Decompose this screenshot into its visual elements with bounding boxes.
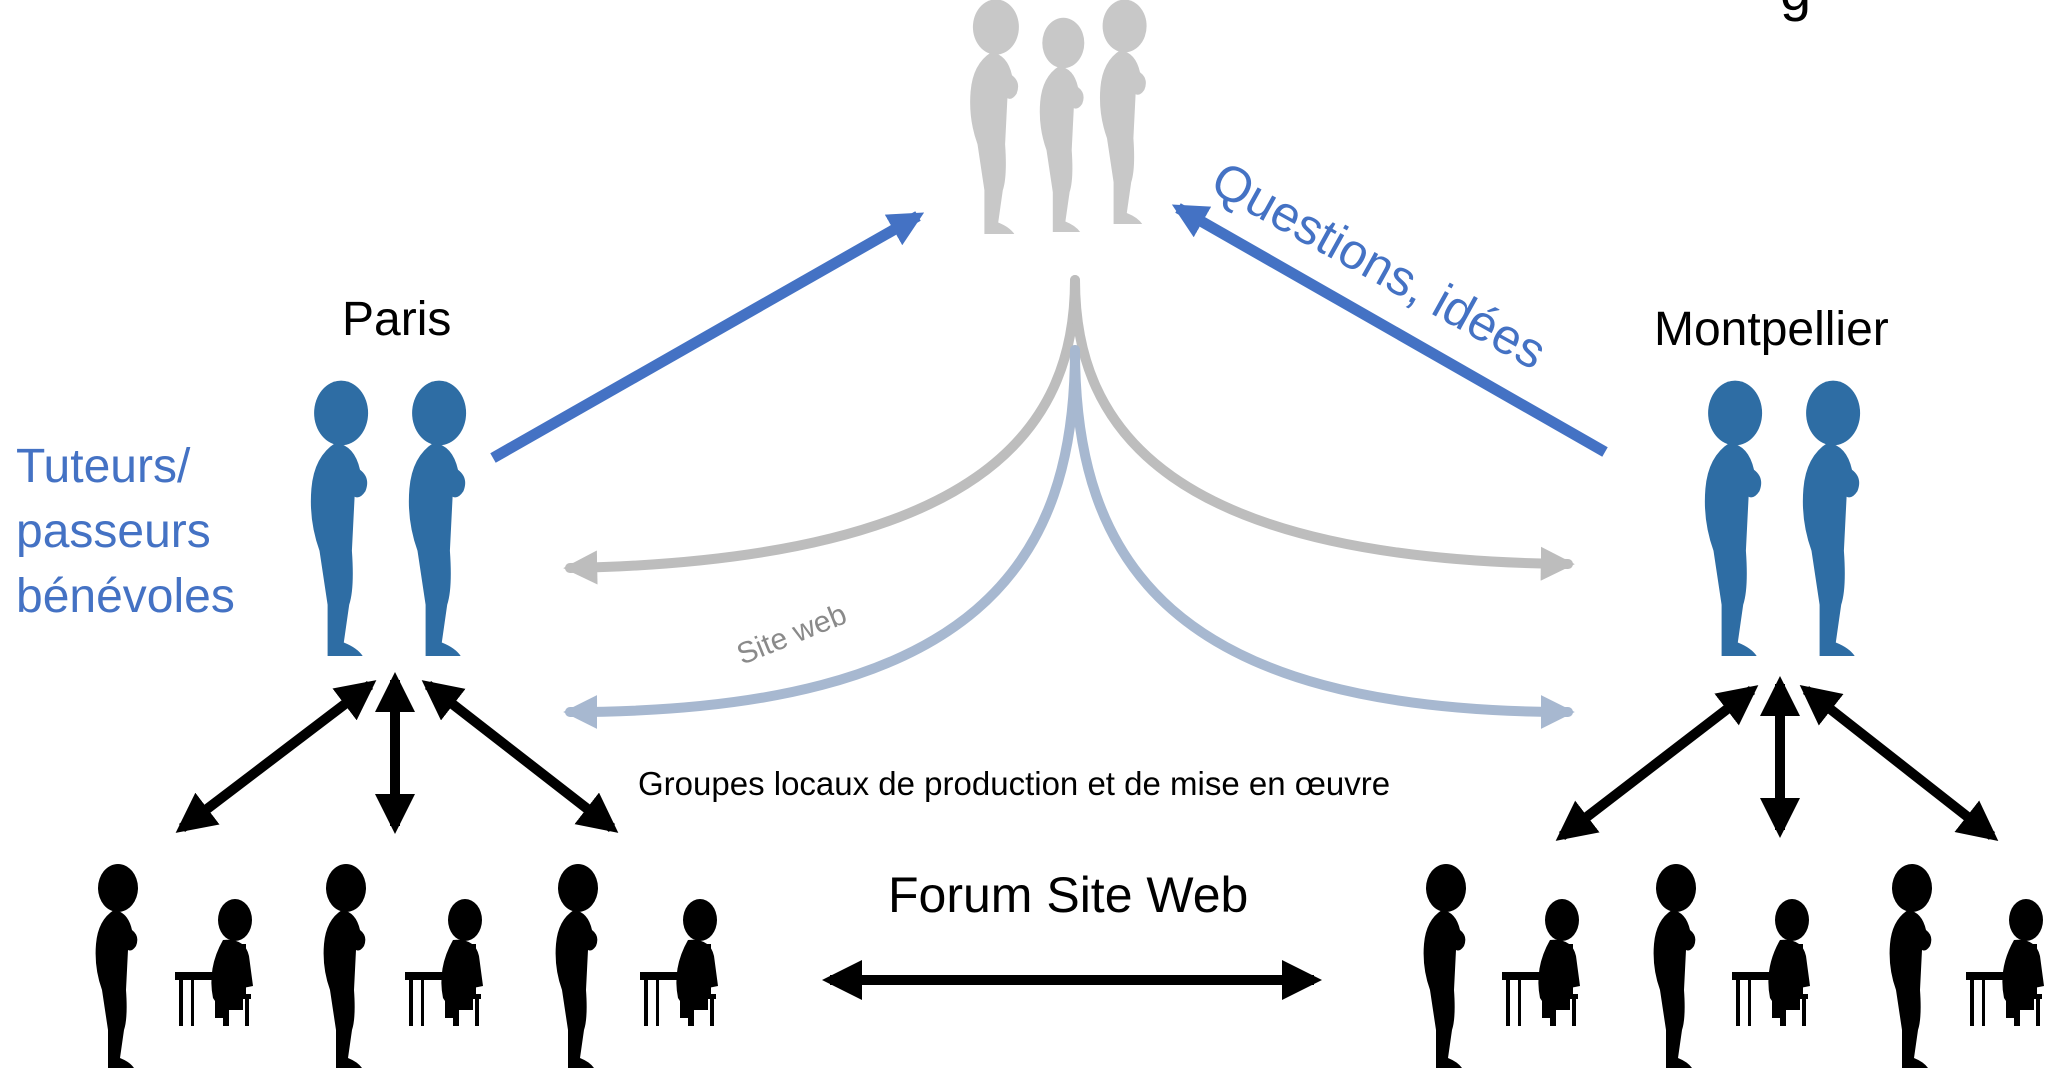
coordinator-left-icon [970, 0, 1019, 235]
tutors-label: Tuteurs/ passeurs bénévoles [16, 440, 235, 623]
tutors-label-line2: passeurs [16, 505, 211, 558]
tutor-figure-icon [1704, 380, 1763, 656]
student-standing-icon [1653, 864, 1696, 1068]
montpellier-tutors [1704, 380, 1861, 656]
local-groups-label: Groupes locaux de production et de mise … [638, 765, 1390, 802]
montpellier-students [1423, 864, 2044, 1068]
questions-label: Questions, idées [1203, 151, 1556, 381]
paris-arrow-left [175, 680, 377, 833]
coordinator-right-icon [1099, 0, 1147, 224]
tutors-label-line3: bénévoles [16, 570, 235, 623]
student-standing-icon [95, 864, 138, 1068]
mtp-arrow-right [1799, 685, 1999, 841]
tutor-figure-icon [1802, 380, 1861, 656]
montpellier-label: Montpellier [1654, 303, 1889, 356]
paris-tutors [310, 380, 467, 656]
central-coordinators-figures [970, 0, 1147, 235]
arrow-paris-to-center [490, 211, 925, 463]
title-fragment: g [1780, 0, 1811, 22]
forum-label: Forum Site Web [888, 867, 1248, 923]
student-seated-icon [175, 899, 253, 1026]
blue-gray-curve-left [563, 345, 1080, 729]
blue-gray-curve-right [1070, 345, 1575, 729]
tutor-figure-icon [310, 380, 369, 656]
paris-arrow-right [421, 680, 619, 833]
student-seated-icon [1966, 899, 2044, 1026]
student-standing-icon [1889, 864, 1932, 1068]
student-standing-icon [323, 864, 366, 1068]
student-standing-icon [555, 864, 598, 1068]
student-standing-icon [1423, 864, 1466, 1068]
student-seated-icon [640, 899, 718, 1026]
student-seated-icon [1732, 899, 1810, 1026]
paris-label: Paris [342, 293, 451, 346]
site-web-label: Site web [732, 598, 851, 672]
gray-curve-left [563, 275, 1080, 585]
paris-students [95, 864, 718, 1068]
tutor-figure-icon [408, 380, 467, 656]
tutors-label-line1: Tuteurs/ [16, 440, 191, 493]
student-seated-icon [405, 899, 483, 1026]
mtp-arrow-left [1555, 685, 1759, 841]
arrow-montpellier-to-center [1171, 203, 1608, 457]
student-seated-icon [1502, 899, 1580, 1026]
gray-curve-right [1070, 275, 1575, 581]
coordinator-middle-icon [1039, 17, 1085, 232]
